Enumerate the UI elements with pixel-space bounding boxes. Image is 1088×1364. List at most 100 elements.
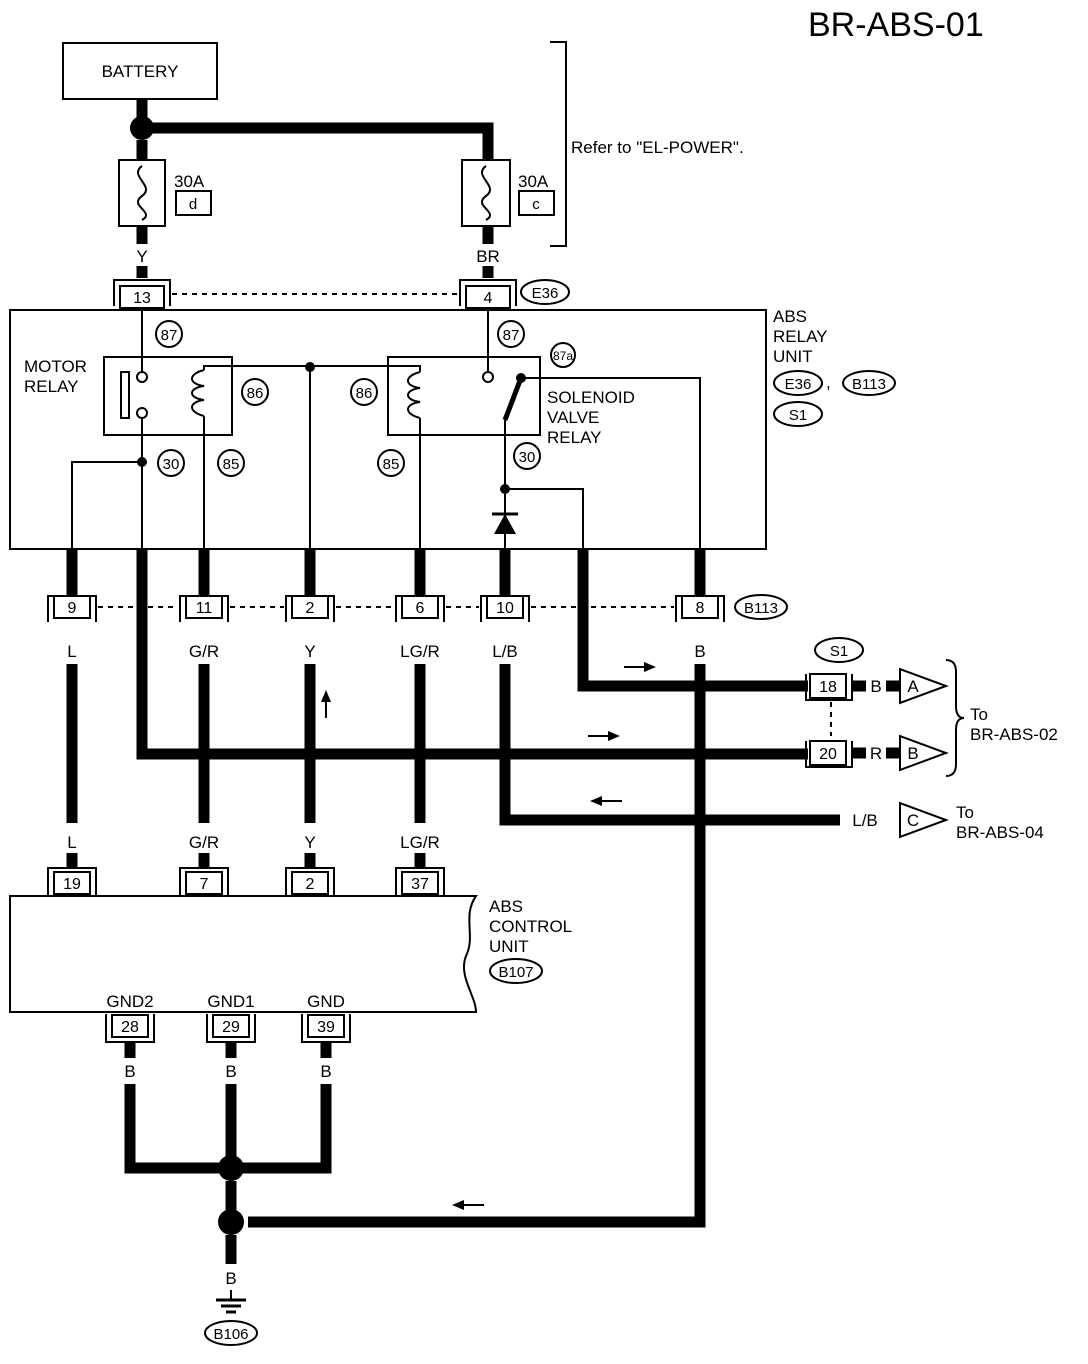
svg-text:28: 28 [121,1019,139,1036]
svg-text:GND2: GND2 [106,992,153,1011]
abs-control-unit-box [9,895,478,1013]
solenoid-relay-coil [407,371,421,419]
e36-pin-4-housing [459,279,517,306]
svg-text:6: 6 [416,600,425,617]
svg-text:86: 86 [247,385,264,402]
relay-connector-s1: S1 [789,407,807,424]
svg-text:B: B [694,642,705,661]
solenoid-87a-to-pin8-wire [521,377,701,549]
relay-connector-s1-oval [773,401,823,427]
svg-text:L: L [67,642,76,661]
refer-note: Refer to "EL-POWER". [571,138,744,157]
motor-relay-box [103,356,233,436]
svg-text:LG/R: LG/R [400,833,440,852]
relay-connector-b113: B113 [852,376,886,393]
abs-relay-unit-box [9,309,767,550]
arrow-A [899,667,949,705]
solenoid-relay-box [387,356,541,436]
control-unit-label-3: UNIT [489,937,529,956]
svg-text:30: 30 [519,449,536,466]
arrow-C-label: C [907,811,919,830]
svg-text:G/R: G/R [189,833,219,852]
fuse-c-icon [480,165,492,221]
svg-text:29: 29 [222,1019,240,1036]
motor-relay-label-1: MOTOR [24,357,87,376]
svg-text:11: 11 [196,600,213,617]
fuse-c-wire-color: BR [476,247,500,266]
flow-arrows [321,662,656,1210]
svg-text:B: B [225,1062,236,1081]
ground-connector-oval [204,1320,258,1346]
battery-label: BATTERY [102,62,179,81]
svg-text:87: 87 [503,327,520,344]
fuse-d-wire-color: Y [136,247,147,266]
arrow-A-label: A [907,677,919,696]
s1-18-wire-color: B [870,677,881,696]
b113-tag-oval [734,594,788,620]
svg-text:19: 19 [63,876,81,893]
control-unit-label-2: CONTROL [489,917,572,936]
svg-text:39: 39 [317,1019,335,1036]
arrow-B-label: B [907,744,918,763]
ground-symbol-icon [216,1298,246,1314]
fuse-d-icon [136,165,148,221]
motor-coil-86-wire [203,365,310,370]
fuse-c-id-box [518,190,555,216]
svg-text:10: 10 [496,600,514,617]
arrow-B [899,734,949,772]
s1-pin-18-box [809,673,847,699]
control-unit-gnd-pins: GND2 GND1 GND 28 29 39 [105,992,351,1043]
wire-R-motor [136,549,808,760]
diagram-title: BR-ABS-01 [808,6,984,44]
terminal-labels: 87 86 30 85 87 87a 86 85 30 [155,320,576,477]
to-abs04-line1: To [956,803,974,822]
ground-wire-color: B [225,1269,236,1288]
svg-text:GND: GND [307,992,345,1011]
relay-connector-comma: , [826,373,831,392]
battery-to-fuse-c-wire [142,122,494,160]
svg-text:G/R: G/R [189,642,219,661]
motor-relay-label-2: RELAY [24,377,79,396]
fuse-d-rating: 30A [174,172,205,191]
svg-text:7: 7 [200,876,209,893]
e36-pin-4: 4 [484,290,493,307]
fuse-c-rating: 30A [518,172,549,191]
svg-text:87: 87 [161,327,178,344]
solenoid-coil-86-wire [310,365,421,372]
control-unit-top-pins: 19 7 2 37 [47,867,445,896]
s1-20-wire-color: R [870,744,882,763]
s1-pin-20: 20 [819,746,837,763]
solenoid-relay-label-1: SOLENOID [547,388,635,407]
fuse-c-id: c [532,196,540,213]
ground-connector: B106 [213,1326,248,1343]
relay-unit-label-3: UNIT [773,347,813,366]
s1-tag-oval [814,637,864,663]
solenoid-switch-arm [502,377,524,421]
fuse-d-body [118,159,166,227]
b113-wire-colors: L G/R Y LG/R L/B B [67,642,705,661]
s1-pin-18: 18 [819,679,837,696]
solenoid-30-to-s1-wire [505,488,584,549]
to-abs04-line2: BR-ABS-04 [956,823,1044,842]
fuse-d-id: d [189,196,197,213]
svg-text:86: 86 [356,385,373,402]
wire-B-ground-return [248,664,706,1228]
wire-LB [499,664,840,826]
relay-connector-e36-oval [773,370,823,396]
svg-text:Y: Y [304,642,315,661]
b113-tag: B113 [744,600,778,617]
relay-connector-b113-oval [842,370,896,396]
s1-tag: S1 [830,643,848,660]
e36-pin-13: 13 [133,290,151,307]
control-unit-connector: B107 [498,964,533,981]
svg-text:LG/R: LG/R [400,642,440,661]
svg-text:GND1: GND1 [207,992,254,1011]
svg-text:2: 2 [306,876,315,893]
solenoid-relay-label-3: RELAY [547,428,602,447]
svg-text:87a: 87a [553,349,573,363]
abs02-brace [945,659,965,777]
motor-relay-coil [191,369,205,417]
svg-text:85: 85 [223,456,240,473]
svg-text:85: 85 [383,456,400,473]
